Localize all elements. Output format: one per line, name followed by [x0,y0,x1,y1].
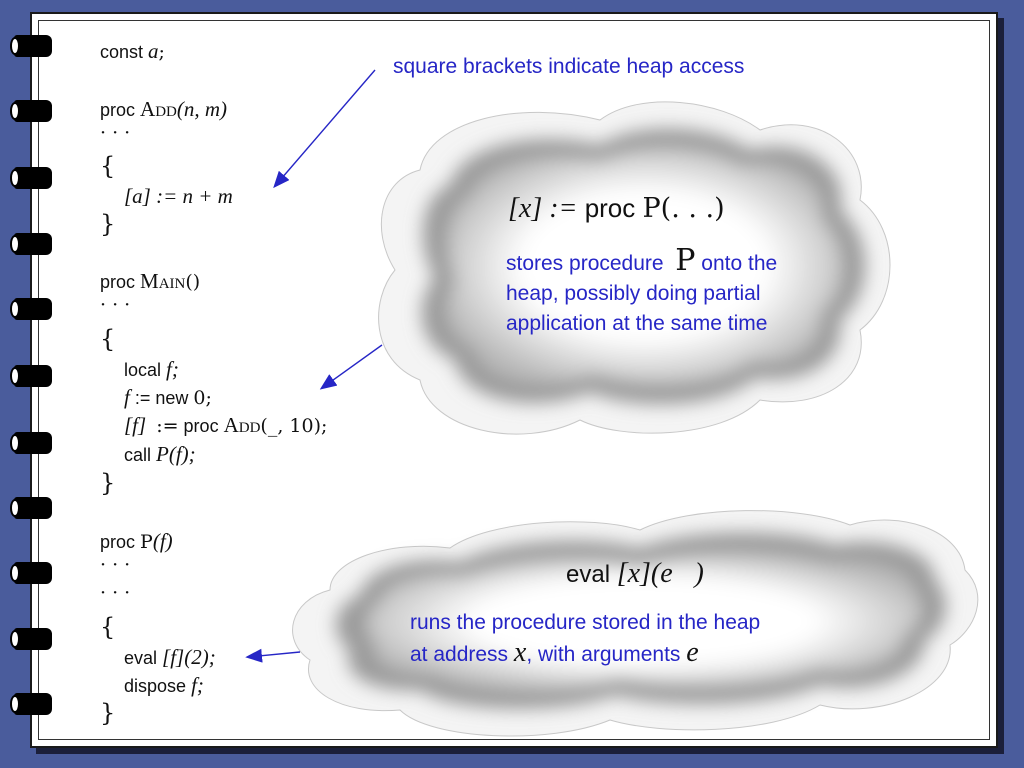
binder-ring-icon [10,167,52,189]
binder-ring-icon [10,35,52,57]
code-line-brace: } [100,699,116,727]
code-line-local: local f; [124,357,179,381]
binder-ring-icon [10,497,52,519]
binder-ring-icon [10,432,52,454]
code-line-const: const a; [100,39,165,63]
code-line-proc-main: proc Main() [100,269,201,293]
binder-ring-icon [10,100,52,122]
code-line-dots: · · · [100,122,131,144]
code-line-proc-p: proc P(f) [100,529,173,553]
code-line-call: call P(f); [124,442,196,466]
code-line-dots: · · · [100,554,131,576]
code-line-proc-assign: [f] := proc Add(_, 10); [124,413,328,437]
binder-ring-icon [10,233,52,255]
binder-ring-icon [10,628,52,650]
arrow-eval [245,648,301,663]
code-line-dots: · · · [100,582,131,604]
code-line-brace: { [100,152,116,180]
cloud-2-text: runs the procedure stored in the heap at… [410,611,761,668]
binder-ring-icon [10,562,52,584]
code-line-brace: } [100,469,116,497]
binder-ring-icon [10,365,52,387]
code-line-brace: { [100,325,116,353]
code-line-brace: { [100,613,116,641]
binder-ring-icon [10,693,52,715]
code-line-dots: · · · [100,294,131,316]
code-line-eval: eval [f](2); [124,645,216,669]
code-line-brace: } [100,210,116,238]
code-line-proc-add: proc Add(n, m) [100,97,228,121]
cloud-1-heading: [x] := proc P(. . .) [508,193,725,224]
code-line-assign-a: [a] := n + m [124,184,233,208]
arrow-heap-access [273,69,376,189]
arrow-proc-assign [319,344,383,390]
cloud-1-text: stores procedure P onto the heap, possib… [506,243,778,336]
code-line-dispose: dispose f; [124,673,204,697]
heap-access-note: square brackets indicate heap access [393,55,745,78]
cloud-2-heading: eval [x](e⃗) [566,558,704,589]
code-line-new: f := new 0; [124,385,212,409]
binder-ring-icon [10,298,52,320]
